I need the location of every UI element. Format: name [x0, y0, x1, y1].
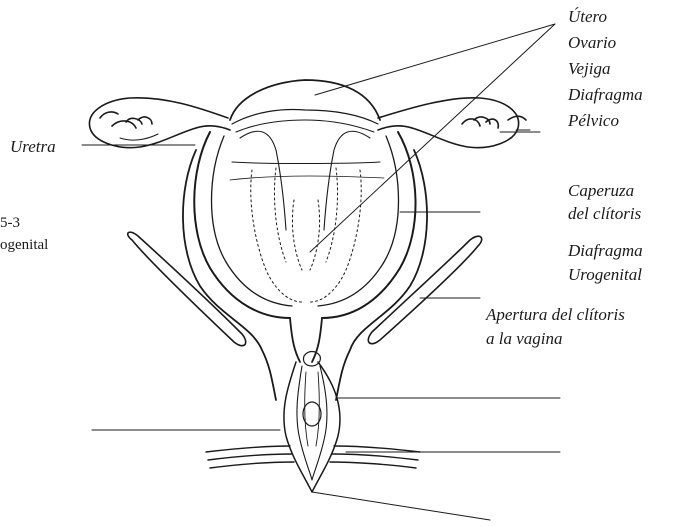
- label-uretra: Uretra: [10, 136, 56, 157]
- label-diafragma-urogenital-1: Diafragma: [568, 240, 643, 261]
- bladder-outline: [194, 132, 415, 318]
- label-ovario: Ovario: [568, 32, 616, 53]
- vulva-structure: [284, 352, 340, 493]
- label-apertura-1: Apertura del clítoris: [486, 304, 625, 325]
- label-caperuza-1: Caperuza: [568, 180, 634, 201]
- label-vejiga: Vejiga: [568, 58, 611, 79]
- label-diafragma-urogenital-2: Urogenital: [568, 264, 642, 285]
- pelvic-diaphragm-muscles: [128, 232, 482, 346]
- label-diafragma-pelvico-1: Diafragma: [568, 84, 643, 105]
- vagina-dotted-outline: [251, 168, 361, 302]
- label-cut-figure-number: 5-3: [0, 214, 20, 233]
- right-tube-ovary: [378, 98, 530, 148]
- label-utero: Útero: [568, 6, 607, 27]
- urogenital-diaphragm-band: [206, 446, 420, 468]
- label-caperuza-2: del clítoris: [568, 203, 641, 224]
- label-diafragma-pelvico-2: Pélvico: [568, 110, 619, 131]
- label-apertura-2: a la vagina: [486, 328, 563, 349]
- label-cut-urogenital: ogenital: [0, 236, 48, 255]
- left-tube-ovary: [89, 98, 230, 148]
